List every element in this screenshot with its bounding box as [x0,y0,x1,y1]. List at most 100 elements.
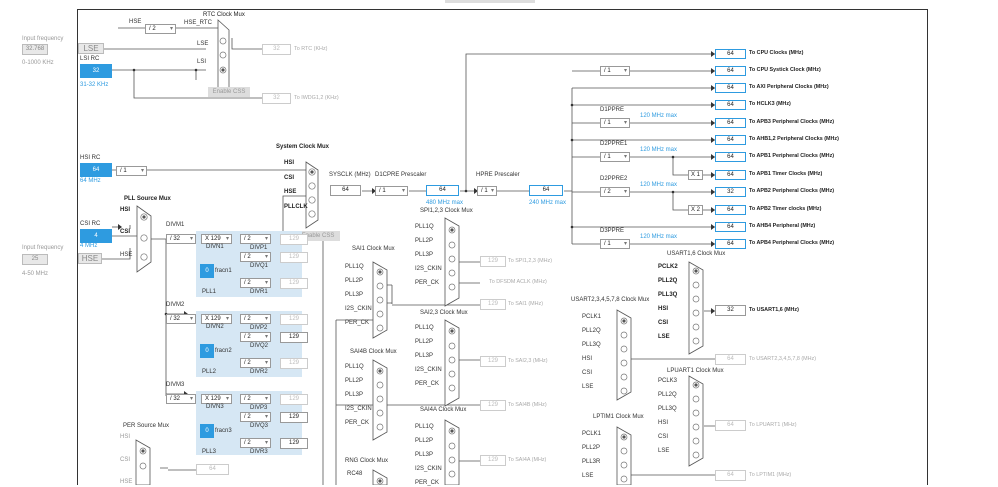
pll-mult-select[interactable]: X 129 [201,394,232,404]
pll-output-value[interactable]: 129 [280,412,308,423]
output-prescaler-select[interactable]: / 1 [600,239,630,249]
hse-source[interactable]: HSE [78,253,102,264]
output-value[interactable]: 64 [715,170,746,180]
output-prescaler-select[interactable]: / 1 [600,66,630,76]
fracn-value[interactable]: 0 [200,264,214,278]
lsi-rc-block[interactable]: 32 [80,64,112,78]
output-value[interactable]: 64 [715,239,746,249]
rtc-lse-label: LSE [197,41,209,47]
divm-select[interactable]: / 32 [166,314,196,324]
sysclk-value[interactable]: 64 [330,185,361,196]
hse-frequency-input[interactable]: 25 [22,254,48,265]
lse-source[interactable]: LSE [78,43,104,54]
sai4a-input-label: PLL1Q [415,424,434,430]
sai1-mux-title: SAI1 Clock Mux [352,246,395,252]
pll-output-value[interactable]: 129 [280,358,308,369]
output-value[interactable]: 64 [715,222,746,232]
output-prescaler-select[interactable]: / 1 [600,152,630,162]
pll-output-div-select[interactable]: / 2 [240,234,271,244]
lptim1-input-label: LSE [582,473,594,479]
hpre-value[interactable]: 64 [529,185,563,196]
iwdg-value: 32 [262,93,291,104]
sai23-input-label: PER_CK [415,381,440,387]
usart16-out-label: To USART1,6 (MHz) [749,307,799,313]
output-value[interactable]: 64 [715,205,746,215]
pll-output-value[interactable]: 129 [280,234,308,245]
fracn-value[interactable]: 0 [200,344,214,358]
csi-rc-block[interactable]: 4 [80,229,112,243]
output-value[interactable]: 64 [715,118,746,128]
divm-label: DIVM3 [166,382,185,388]
sai4b-input-label: I2S_CKIN [345,406,372,412]
pll-mult-select[interactable]: X 129 [201,314,232,324]
sai4b-out-label: To SAI4B (MHz) [508,402,547,408]
sys-enable-css-button[interactable]: Enable CSS [296,231,340,241]
sai1-input-label: PLL1Q [345,264,364,270]
pll-output-div-select[interactable]: / 2 [240,314,271,324]
pll-output-value[interactable]: 129 [280,394,308,405]
output-prescaler-select[interactable]: / 1 [600,118,630,128]
prescaler-label: D2PPRE2 [600,176,628,182]
pll-output-value[interactable]: 129 [280,332,308,343]
hpre-max: 240 MHz max [529,200,567,206]
hpre-select[interactable]: / 1 [477,186,497,196]
d1cpre-value[interactable]: 64 [426,185,459,196]
lpuart1-input-label: LSE [658,448,670,454]
pll-output-div-select[interactable]: / 2 [240,358,271,368]
pll-name: PLL2 [202,369,217,375]
pll-output-value[interactable]: 129 [280,438,308,449]
hsi-rc-block[interactable]: 64 [80,163,112,177]
sysclk-label: SYSCLK (MHz) [329,172,371,178]
output-prescaler-select[interactable]: / 2 [600,187,630,197]
hsi-div-select[interactable]: / 1 [116,166,147,176]
pll-mult-select[interactable]: X 129 [201,234,232,244]
hpre-label: HPRE Prescaler [476,172,520,178]
output-value[interactable]: 64 [715,100,746,110]
output-value[interactable]: 64 [715,49,746,59]
lptim1-out-label: To LPTIM1 (MHz) [749,472,792,478]
d1cpre-select[interactable]: / 1 [375,186,408,196]
pll-output-div-select[interactable]: / 2 [240,438,271,448]
pll-output-value[interactable]: 129 [280,252,308,263]
dfsdm-out-label: To DFSDM ACLK (MHz) [489,279,547,285]
system-clock-mux-title: System Clock Mux [276,144,330,150]
pllsrc-csi-label: CSI [120,229,131,235]
prescaler-label: D2PPRE1 [600,141,628,147]
pll-output-div-select[interactable]: / 2 [240,278,271,288]
sysmux-pllclk-label: PLLCLK [284,204,308,210]
hse-range: 4-50 MHz [22,271,49,277]
pll-output-label: DIVQ2 [250,343,269,349]
usart16-value[interactable]: 32 [715,305,746,316]
output-value[interactable]: 64 [715,152,746,162]
pllsrc-hsi-label: HSI [120,207,131,213]
lsi-range: 31-32 KHz [80,82,109,88]
lptim1-mux-title: LPTIM1 Clock Mux [593,414,644,420]
lse-input-frequency-label: Input frequency [22,36,64,42]
pll-output-div-select[interactable]: / 2 [240,332,271,342]
pll-output-label: DIVR3 [250,449,268,455]
pll-output-div-select[interactable]: / 2 [240,412,271,422]
rng-mux-title: RNG Clock Mux [345,458,389,464]
rtc-hse-div-select[interactable]: / 2 [145,24,176,34]
usart16-input-label: CSI [658,320,669,326]
output-value[interactable]: 32 [715,187,746,197]
to-rtc-label: To RTC (KHz) [294,46,328,52]
pll-output-div-select[interactable]: / 2 [240,394,271,404]
divm-select[interactable]: / 32 [166,234,196,244]
output-value[interactable]: 64 [715,83,746,93]
fracn-value[interactable]: 0 [200,424,214,438]
lptim1-input-label: PLL3R [582,459,601,465]
output-label: To AXI Peripheral Clocks (MHz) [749,84,829,90]
pll-output-value[interactable]: 129 [280,314,308,325]
output-value[interactable]: 64 [715,66,746,76]
lse-frequency-input[interactable]: 32.768 [22,44,48,55]
sai4a-out-label: To SAI4A (MHz) [508,457,547,463]
rtc-enable-css-button[interactable]: Enable CSS [208,87,250,97]
pll-output-div-select[interactable]: / 2 [240,252,271,262]
output-value[interactable]: 64 [715,135,746,145]
sai4a-value: 129 [480,455,506,466]
pll-output-value[interactable]: 129 [280,278,308,289]
fracn-label: fracn1 [215,268,232,274]
divm-select[interactable]: / 32 [166,394,196,404]
pll-output-label: DIVR1 [250,289,268,295]
